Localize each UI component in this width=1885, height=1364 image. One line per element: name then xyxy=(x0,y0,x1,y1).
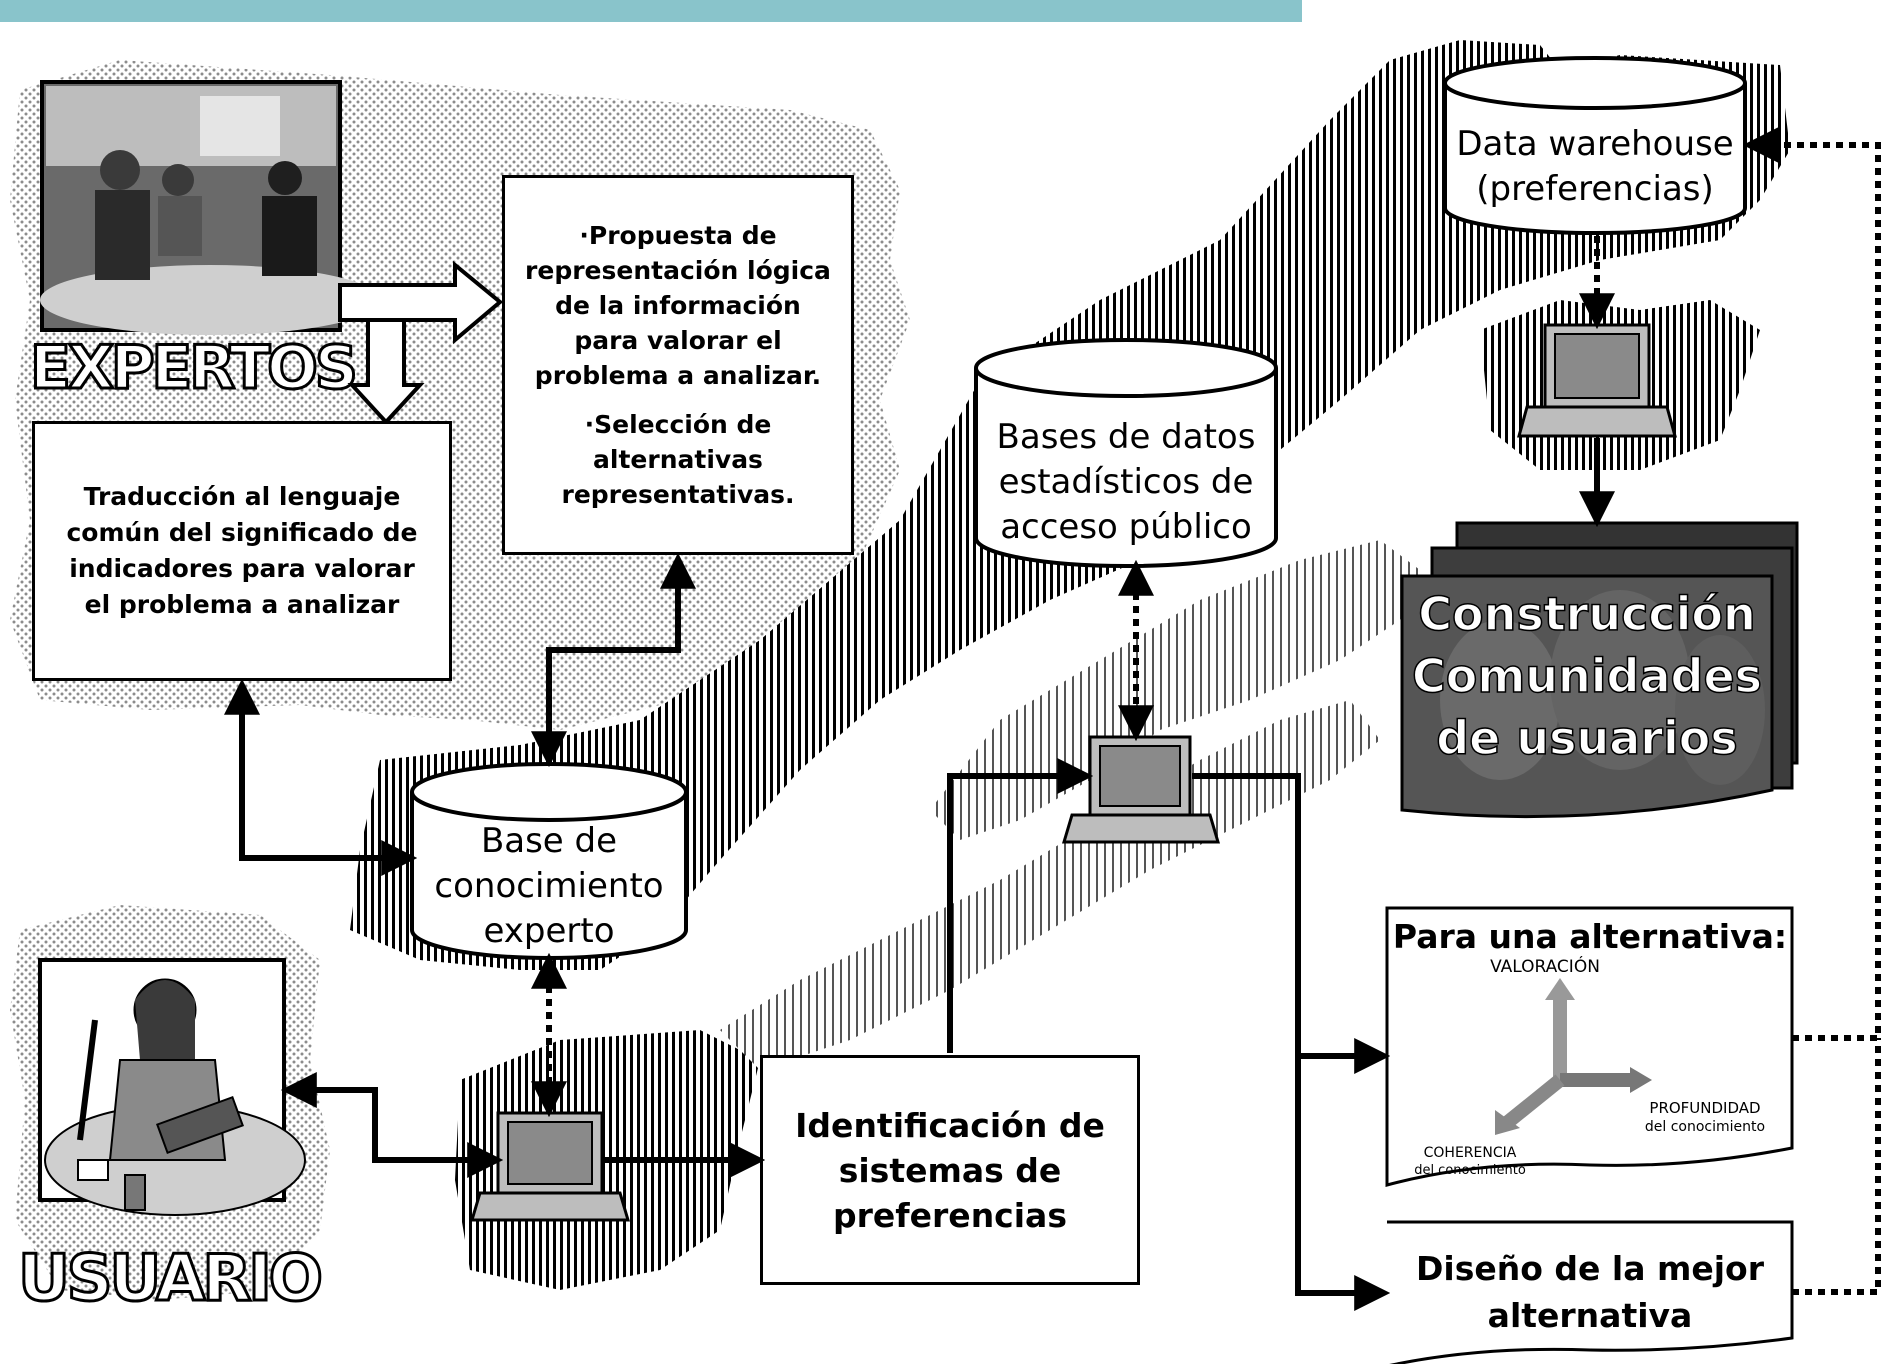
laptop-icon-community xyxy=(1517,323,1677,438)
arrow-identification-to-center-laptop xyxy=(947,758,1094,1053)
arrow-kb-to-proposal xyxy=(546,552,696,762)
community-photo-stack: Construcción Comunidades de usuarios xyxy=(1400,521,1799,819)
arrow-center-to-docs xyxy=(1192,773,1391,1311)
dotted-best-to-loop xyxy=(1792,1038,1881,1295)
stats-db-line-3: acceso público xyxy=(1000,507,1252,547)
community-line-1: Construcción xyxy=(1418,587,1756,641)
laptop-icon-user xyxy=(469,1111,631,1222)
knowledge-base-line-2: conocimiento xyxy=(434,866,663,906)
identification-box: Identificación de sistemas de preferenci… xyxy=(760,1055,1140,1285)
3d-axes-icon xyxy=(1495,978,1652,1135)
translation-box: Traducción al lenguaje común del signifi… xyxy=(32,421,452,681)
stats-region xyxy=(930,540,1420,840)
arrow-translation-to-kb xyxy=(224,678,418,876)
alternative-document: Para una alternativa: VALORACIÓN PROFUND… xyxy=(1385,906,1794,1187)
arrow-experts-to-translation xyxy=(347,318,425,425)
arrow-user-laptop xyxy=(280,1072,504,1178)
photo-experts xyxy=(40,80,380,335)
data-warehouse-line-2: (preferencias) xyxy=(1476,169,1714,209)
alternative-title: Para una alternativa: xyxy=(1393,917,1787,956)
identification-text: Identificación de sistemas de preferenci… xyxy=(795,1105,1105,1235)
proposal-box: ·Propuesta de representación lógica de l… xyxy=(502,175,854,555)
laptop-icon-center xyxy=(1061,735,1221,844)
axis-valuation: VALORACIÓN xyxy=(1490,955,1600,977)
proposal-item-1: ·Propuesta de representación lógica de l… xyxy=(525,221,831,390)
best-alternative-line-2: alternativa xyxy=(1488,1296,1693,1335)
knowledge-base-cylinder: Base de conocimiento experto xyxy=(410,762,688,960)
data-warehouse-cylinder: Data warehouse (preferencias) xyxy=(1443,56,1747,235)
knowledge-base-line-1: Base de xyxy=(481,821,617,861)
stats-db-line-1: Bases de datos xyxy=(997,417,1256,457)
experts-label: EXPERTOS xyxy=(30,333,360,403)
data-warehouse-line-1: Data warehouse xyxy=(1456,124,1733,164)
lower-stats-region xyxy=(720,700,1380,1070)
best-alternative-document: Diseño de la mejor alternativa xyxy=(1387,1220,1794,1364)
user-label: USUARIO xyxy=(18,1242,323,1316)
arrow-experts-to-proposal xyxy=(338,260,504,345)
best-alternative-line-1: Diseño de la mejor xyxy=(1416,1249,1765,1288)
stats-db-line-2: estadísticos de xyxy=(999,462,1254,502)
community-line-3: de usuarios xyxy=(1436,711,1738,765)
axis-depth-2: del conocimiento xyxy=(1645,1119,1765,1135)
user-cartoon xyxy=(38,958,306,1216)
axis-depth-1: PROFUNDIDAD xyxy=(1649,1099,1760,1117)
axis-coherence-2: del conocimiento xyxy=(1414,1163,1526,1178)
stats-db-cylinder: Bases de datos estadísticos de acceso pú… xyxy=(974,338,1278,568)
header-band xyxy=(0,0,1302,22)
proposal-item-2: ·Selección de alternativas representativ… xyxy=(561,410,795,509)
axis-coherence-1: COHERENCIA xyxy=(1424,1145,1517,1161)
translation-text: Traducción al lenguaje común del signifi… xyxy=(66,482,418,619)
knowledge-base-line-3: experto xyxy=(483,911,614,951)
community-line-2: Comunidades xyxy=(1412,649,1762,703)
dotted-feedback-loop xyxy=(1742,127,1881,1041)
